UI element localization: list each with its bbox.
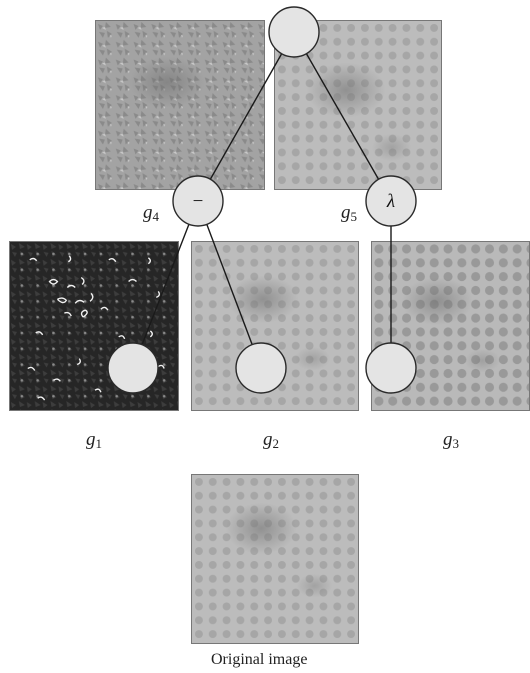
image-original bbox=[191, 474, 359, 644]
image-g2 bbox=[191, 241, 359, 411]
image-g5 bbox=[274, 20, 442, 190]
label-g4: g4 bbox=[143, 202, 159, 224]
label-g3: g3 bbox=[443, 429, 459, 451]
label-g1: g1 bbox=[86, 429, 102, 451]
label-g2: g2 bbox=[263, 429, 279, 451]
image-g1 bbox=[9, 241, 179, 411]
image-g4 bbox=[95, 20, 265, 190]
image-g3 bbox=[371, 241, 530, 411]
minus-operator-symbol: − bbox=[193, 191, 204, 212]
lambda-operator-symbol: λ bbox=[386, 191, 395, 212]
original-image-caption: Original image bbox=[211, 651, 308, 668]
label-g5: g5 bbox=[341, 202, 357, 224]
